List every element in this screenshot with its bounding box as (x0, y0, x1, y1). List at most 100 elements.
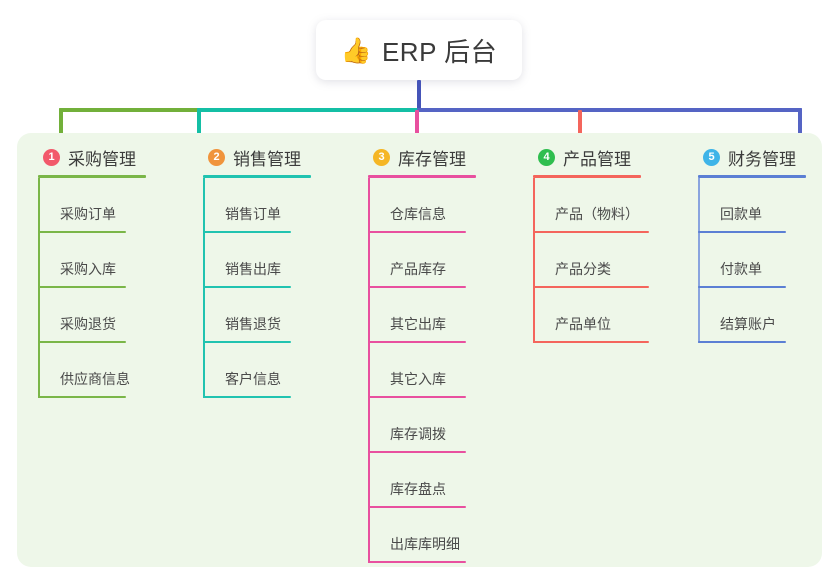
leaf-label: 产品库存 (390, 261, 446, 277)
branch-header-5[interactable]: 5 财务管理 (698, 144, 806, 170)
leaf-rule (698, 286, 786, 288)
branch-column-5: 5 财务管理回款单付款单结算账户 (698, 144, 806, 343)
leaf-spine-1 (38, 178, 40, 398)
leaf-label: 产品（物料） (555, 206, 639, 222)
leaf-rule (38, 286, 126, 288)
leaf-label: 销售出库 (225, 261, 281, 277)
root-stem-connector (417, 80, 421, 110)
branch-drop-4 (578, 110, 582, 144)
leaf-node[interactable]: 产品分类 (533, 233, 649, 288)
branch-label-3: 库存管理 (398, 149, 466, 169)
leaf-label: 采购入库 (60, 261, 116, 277)
leaf-rule (368, 506, 466, 508)
leaf-label: 结算账户 (720, 316, 776, 332)
connector-bar-teal (197, 108, 419, 112)
leaf-node[interactable]: 产品库存 (368, 233, 476, 288)
branch-badge-2: 2 (208, 148, 225, 166)
leaf-node[interactable]: 回款单 (698, 178, 806, 233)
branch-badge-1: 1 (43, 148, 60, 166)
leaf-node[interactable]: 销售订单 (203, 178, 311, 233)
leaf-rule (203, 396, 291, 398)
leaf-spine-4 (533, 178, 535, 343)
leaf-rule (38, 231, 126, 233)
leaf-list-3: 仓库信息产品库存其它出库其它入库库存调拨库存盘点出库库明细 (368, 178, 476, 563)
leaf-rule (698, 341, 786, 343)
leaf-rule (38, 341, 126, 343)
content-panel (17, 133, 822, 567)
branch-badge-3: 3 (373, 148, 390, 166)
leaf-list-5: 回款单付款单结算账户 (698, 178, 806, 343)
branch-drop-1 (59, 108, 63, 144)
leaf-node[interactable]: 仓库信息 (368, 178, 476, 233)
branch-rule-5 (698, 175, 806, 178)
leaf-node[interactable]: 销售退货 (203, 288, 311, 343)
branch-rule-4 (533, 175, 641, 178)
branch-label-5: 财务管理 (728, 149, 796, 169)
root-title: ERP 后台 (381, 36, 498, 67)
leaf-list-4: 产品（物料） 产品分类产品单位 (533, 178, 649, 343)
leaf-rule (368, 286, 466, 288)
leaf-list-2: 销售订单销售出库销售退货客户信息 (203, 178, 311, 398)
leaf-label: 产品分类 (555, 261, 611, 277)
leaf-label: 供应商信息 (60, 371, 130, 387)
branch-drop-5 (798, 108, 802, 144)
branch-header-3[interactable]: 3 库存管理 (368, 144, 476, 170)
leaf-node[interactable]: 采购退货 (38, 288, 146, 343)
leaf-rule (368, 396, 466, 398)
leaf-spine-3 (368, 178, 370, 563)
connector-bar-green (59, 108, 199, 112)
leaf-label: 采购退货 (60, 316, 116, 332)
leaf-node[interactable]: 采购入库 (38, 233, 146, 288)
leaf-node[interactable]: 供应商信息 (38, 343, 146, 398)
leaf-node[interactable]: 其它入库 (368, 343, 476, 398)
thumbs-up-icon: 👍 (340, 35, 372, 65)
root-node[interactable]: 👍 ERP 后台 (316, 20, 522, 80)
leaf-label: 仓库信息 (390, 206, 446, 222)
branch-label-2: 销售管理 (233, 149, 301, 169)
leaf-label: 其它入库 (390, 371, 446, 387)
leaf-label: 产品单位 (555, 316, 611, 332)
leaf-rule (368, 341, 466, 343)
leaf-rule (368, 231, 466, 233)
leaf-list-1: 采购订单采购入库采购退货供应商信息 (38, 178, 146, 398)
branch-header-2[interactable]: 2 销售管理 (203, 144, 311, 170)
leaf-rule (203, 231, 291, 233)
leaf-node[interactable]: 其它出库 (368, 288, 476, 343)
leaf-spine-2 (203, 178, 205, 398)
branch-column-3: 3 库存管理仓库信息产品库存其它出库其它入库库存调拨库存盘点出库库明细 (368, 144, 476, 563)
leaf-label: 销售订单 (225, 206, 281, 222)
leaf-node[interactable]: 付款单 (698, 233, 806, 288)
leaf-label: 采购订单 (60, 206, 116, 222)
leaf-node[interactable]: 采购订单 (38, 178, 146, 233)
branch-badge-4: 4 (538, 148, 555, 166)
branch-label-1: 采购管理 (68, 149, 136, 169)
connector-bar-blue (417, 108, 802, 112)
branch-rule-3 (368, 175, 476, 178)
branch-badge-5: 5 (703, 148, 720, 166)
branch-header-1[interactable]: 1 采购管理 (38, 144, 146, 170)
leaf-label: 回款单 (720, 206, 762, 222)
branch-column-2: 2 销售管理销售订单销售出库销售退货客户信息 (203, 144, 311, 398)
leaf-node[interactable]: 产品（物料） (533, 178, 649, 233)
leaf-node[interactable]: 产品单位 (533, 288, 649, 343)
branch-rule-1 (38, 175, 146, 178)
leaf-node[interactable]: 客户信息 (203, 343, 311, 398)
leaf-node[interactable]: 销售出库 (203, 233, 311, 288)
leaf-rule (203, 341, 291, 343)
leaf-rule (533, 231, 649, 233)
leaf-label: 出库库明细 (390, 536, 460, 552)
leaf-rule (533, 341, 649, 343)
leaf-label: 库存盘点 (390, 481, 446, 497)
leaf-label: 其它出库 (390, 316, 446, 332)
leaf-label: 销售退货 (225, 316, 281, 332)
leaf-rule (698, 231, 786, 233)
leaf-node[interactable]: 库存调拨 (368, 398, 476, 453)
leaf-node[interactable]: 库存盘点 (368, 453, 476, 508)
leaf-node[interactable]: 结算账户 (698, 288, 806, 343)
leaf-node[interactable]: 出库库明细 (368, 508, 476, 563)
leaf-spine-5 (698, 178, 700, 343)
leaf-label: 库存调拨 (390, 426, 446, 442)
